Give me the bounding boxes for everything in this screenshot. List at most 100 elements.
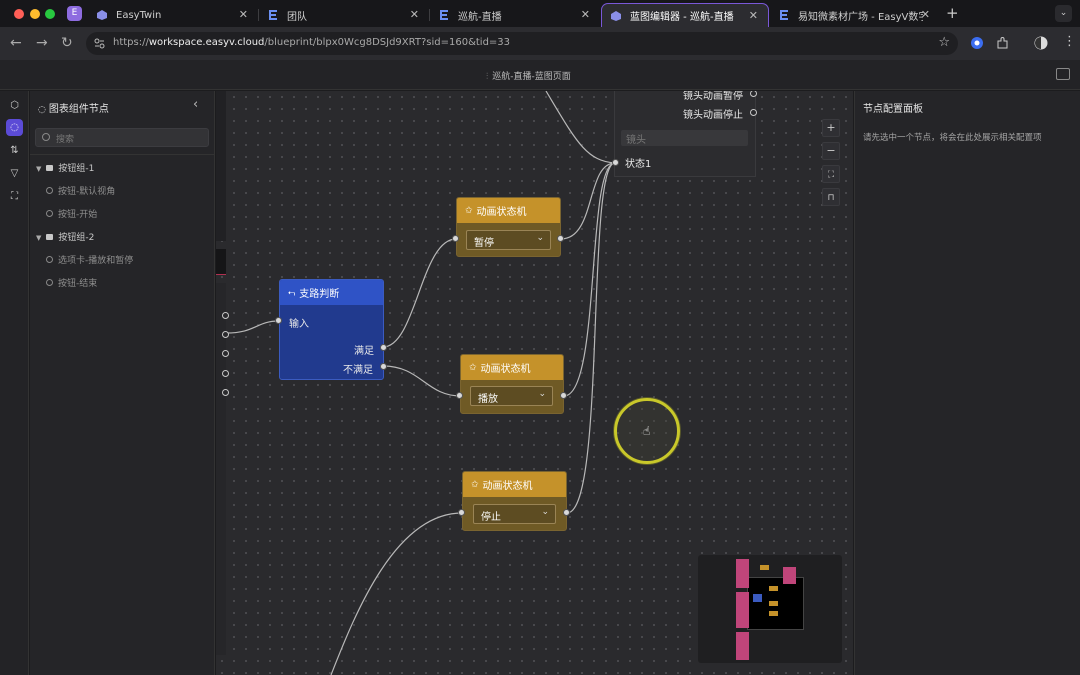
minimap[interactable] — [698, 555, 842, 663]
port[interactable] — [222, 331, 229, 338]
lock-button[interactable]: ⊓ — [822, 188, 840, 206]
page-title: ⫶巡航-直播-蓝图页面 — [486, 72, 571, 82]
port[interactable] — [222, 350, 229, 357]
zoom-in-button[interactable]: + — [822, 119, 840, 137]
tab-material-square[interactable]: 易知微素材广场 - EasyV数字孪 ✕ — [770, 3, 940, 27]
port[interactable] — [456, 392, 463, 399]
component-nodes-icon[interactable]: ◌ — [6, 119, 23, 136]
port-label: 输入 — [289, 319, 309, 330]
zoom-window-button[interactable] — [45, 9, 55, 19]
caret-down-icon[interactable]: ▼ — [36, 234, 42, 242]
port[interactable] — [222, 370, 229, 377]
close-tab-icon[interactable]: ✕ — [409, 8, 419, 21]
tab-easytwin[interactable]: EasyTwin ✕ — [88, 3, 259, 27]
easyv-favicon-icon — [269, 10, 277, 20]
forward-arrow-icon[interactable]: → — [36, 35, 48, 51]
tree-item[interactable]: 按钮-默认视角 — [46, 184, 115, 197]
filter-icon[interactable]: ▽ — [10, 168, 19, 179]
node-icon — [46, 279, 53, 286]
port[interactable] — [557, 235, 564, 242]
close-tab-icon[interactable]: ✕ — [748, 9, 758, 22]
minimap-node — [736, 632, 749, 660]
tree-group-button-group-2[interactable]: ▼按钮组-2 — [36, 233, 95, 243]
reload-icon[interactable]: ↻ — [61, 35, 73, 51]
tree-item[interactable]: 选项卡-播放和暂停 — [46, 253, 133, 266]
browser-menu-icon[interactable]: ⋮ — [1063, 34, 1076, 49]
extension-c-icon[interactable] — [970, 36, 984, 50]
port-label: 满足 — [354, 346, 374, 357]
fit-view-icon: ⛶ — [827, 170, 835, 180]
fit-view-button[interactable]: ⛶ — [822, 165, 840, 183]
blueprint-canvas[interactable]: 镜头动画暂停 镜头动画停止 镜头 状态1 ✩动画状态机 暂停⌄ ⮢支路判断 输入… — [216, 91, 853, 675]
port[interactable] — [458, 509, 465, 516]
port[interactable] — [275, 317, 282, 324]
close-tab-icon[interactable]: ✕ — [920, 8, 930, 21]
close-tab-icon[interactable]: ✕ — [238, 8, 248, 21]
port[interactable] — [222, 389, 229, 396]
address-bar[interactable]: https://workspace.easyv.cloud/blueprint/… — [86, 32, 958, 55]
fit-frame-icon[interactable]: ⛶ — [11, 191, 18, 202]
profile-avatar-icon[interactable] — [1034, 36, 1048, 50]
close-tab-icon[interactable]: ✕ — [580, 8, 590, 21]
zoom-controls: + − ⛶ ⊓ — [822, 119, 840, 211]
new-tab-button[interactable]: + — [946, 4, 959, 22]
port[interactable] — [380, 363, 387, 370]
unlock-icon: ⊓ — [827, 193, 835, 203]
camera-node[interactable]: 镜头动画暂停 镜头动画停止 镜头 状态1 — [612, 91, 757, 177]
minimize-window-button[interactable] — [30, 9, 40, 19]
tab-group-badge[interactable]: E — [67, 6, 82, 21]
site-settings-icon[interactable] — [94, 38, 105, 49]
hand-cursor-icon: ☝ — [643, 424, 651, 438]
node-search-input[interactable]: 搜索 — [35, 128, 209, 147]
tab-blueprint-editor[interactable]: 蓝图编辑器 - 巡航-直播 ✕ — [601, 3, 769, 27]
url-text: https://workspace.easyv.cloud/blueprint/… — [113, 37, 511, 48]
node-header: ⮢支路判断 — [280, 280, 383, 305]
cursor-highlight — [614, 398, 680, 464]
anim-state-node[interactable]: ✩动画状态机 停止⌄ — [462, 471, 567, 531]
node-header: ✩动画状态机 — [461, 355, 563, 380]
bookmark-star-icon[interactable]: ☆ — [938, 35, 950, 50]
blueprint-icon: ⫶ — [486, 72, 489, 82]
minimap-node — [769, 601, 778, 606]
empty-hint: 请先选中一个节点，将会在此处展示相关配置项 — [863, 133, 1042, 143]
port[interactable] — [222, 312, 229, 319]
anim-state-node[interactable]: ✩动画状态机 播放⌄ — [460, 354, 564, 414]
present-mode-icon[interactable] — [1056, 68, 1070, 80]
camera-field[interactable]: 镜头 — [621, 130, 748, 146]
extensions-puzzle-icon[interactable] — [996, 36, 1010, 50]
minimap-node — [769, 611, 778, 616]
anim-state-node[interactable]: ✩动画状态机 暂停⌄ — [456, 197, 561, 257]
tab-title: 团队 — [287, 11, 307, 23]
tab-title: 巡航-直播 — [458, 11, 502, 23]
state-select[interactable]: 播放⌄ — [470, 386, 553, 406]
port[interactable] — [612, 159, 619, 166]
tree-group-button-group-1[interactable]: ▼按钮组-1 — [36, 164, 95, 174]
branch-icon[interactable]: ⇅ — [10, 145, 19, 156]
port-label: 镜头动画暂停 — [683, 91, 743, 102]
zoom-out-button[interactable]: − — [822, 142, 840, 160]
tab-search-chevron-icon[interactable]: ⌄ — [1055, 5, 1072, 22]
close-window-button[interactable] — [14, 9, 24, 19]
folder-icon — [46, 234, 54, 240]
tab-team[interactable]: 团队 ✕ — [259, 3, 430, 27]
state-select[interactable]: 停止⌄ — [473, 504, 556, 524]
search-icon — [42, 133, 50, 141]
port[interactable] — [560, 392, 567, 399]
port[interactable] — [563, 509, 570, 516]
branch-node[interactable]: ⮢支路判断 输入 满足 不满足 — [279, 279, 384, 380]
tab-cruise-live[interactable]: 巡航-直播 ✕ — [430, 3, 600, 27]
back-arrow-icon[interactable]: ← — [10, 35, 22, 51]
panel-title: ◌图表组件节点 — [38, 104, 109, 115]
cube-icon[interactable]: ⬡ — [10, 100, 19, 111]
easytwin-favicon-icon — [611, 10, 621, 21]
port[interactable] — [380, 344, 387, 351]
state-select[interactable]: 暂停⌄ — [466, 230, 551, 250]
tree-item[interactable]: 按钮-开始 — [46, 207, 97, 220]
port[interactable] — [452, 235, 459, 242]
collapse-panel-icon[interactable]: ‹ — [193, 97, 199, 112]
tree-item[interactable]: 按钮-结束 — [46, 276, 97, 289]
port[interactable] — [750, 109, 757, 116]
component-node-panel: ◌图表组件节点 ‹ 搜索 ▼按钮组-1 按钮-默认视角 按钮-开始 ▼按钮组-2… — [30, 91, 215, 675]
port[interactable] — [750, 91, 757, 97]
caret-down-icon[interactable]: ▼ — [36, 165, 42, 173]
